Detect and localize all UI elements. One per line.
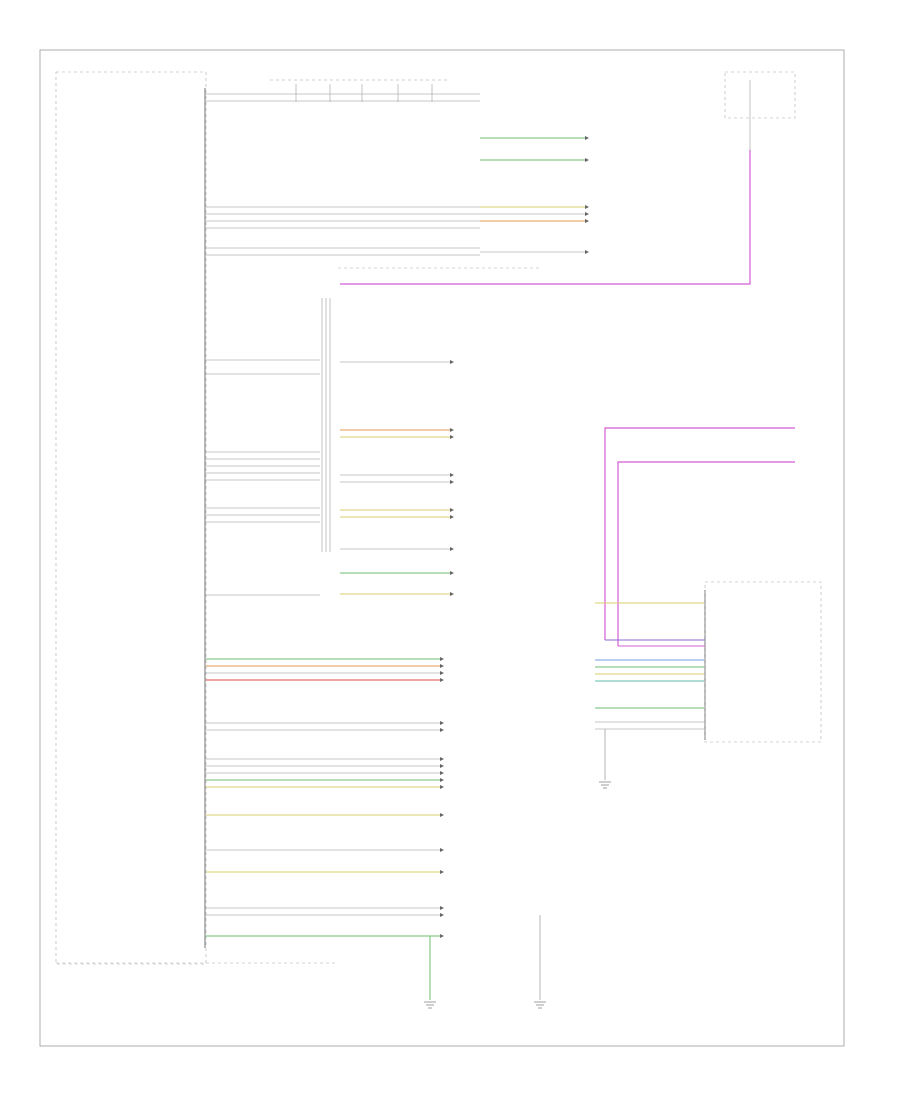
wire-arrow	[450, 428, 454, 432]
wire-arrow	[450, 435, 454, 439]
wire-arrow	[440, 671, 444, 675]
wire-arrow	[440, 913, 444, 917]
harness-wires	[206, 93, 480, 938]
ground-symbol-2	[534, 1001, 546, 1009]
wire-arrow	[440, 728, 444, 732]
trunk-bundle	[321, 298, 331, 552]
wire-arrow	[450, 571, 454, 575]
wire-arrow	[585, 136, 589, 140]
wire-arrow	[585, 205, 589, 209]
wire-arrow	[440, 771, 444, 775]
wire-arrow	[440, 657, 444, 661]
wire-arrow	[450, 473, 454, 477]
wire-arrow	[440, 934, 444, 938]
wire-arrow	[440, 813, 444, 817]
right-branch-wires	[340, 136, 589, 596]
wire-arrow	[585, 212, 589, 216]
wire-arrow	[440, 721, 444, 725]
wire-arrow	[440, 678, 444, 682]
wire-arrow	[440, 664, 444, 668]
control-module-outline	[55, 71, 207, 965]
wire-arrow	[440, 757, 444, 761]
wire-arrow	[450, 592, 454, 596]
wire-arrow	[440, 778, 444, 782]
wire-arrow	[440, 848, 444, 852]
fuse-block	[270, 79, 450, 102]
ground-symbol-3	[599, 781, 611, 789]
wire-arrow	[585, 219, 589, 223]
wire-arrow	[440, 906, 444, 910]
wire-arrow	[450, 515, 454, 519]
junction-block-top-right	[724, 71, 796, 150]
ground-symbol-1	[424, 1001, 436, 1009]
wire-arrow	[450, 360, 454, 364]
wire-arrow	[585, 250, 589, 254]
pink-wire-right-2	[617, 461, 795, 646]
wire-arrow	[450, 480, 454, 484]
wire-arrow	[440, 870, 444, 874]
pink-feed-wire	[340, 150, 751, 285]
wire-arrow	[440, 785, 444, 789]
wire-arrow	[450, 547, 454, 551]
diagram-frame	[39, 49, 845, 1047]
module-input-wires	[595, 602, 704, 730]
wire-arrow	[450, 508, 454, 512]
wire-arrow	[440, 764, 444, 768]
wire-arrow	[585, 158, 589, 162]
right-module	[704, 581, 822, 743]
pink-wire-right-1	[604, 427, 795, 640]
